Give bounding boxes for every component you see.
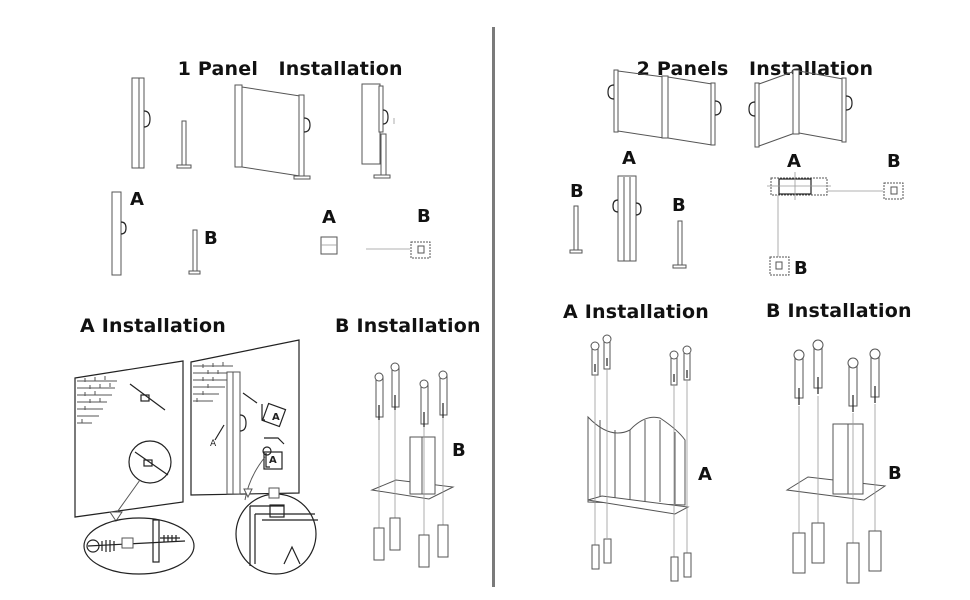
right-part-label-b-left: B	[570, 181, 584, 202]
left-b-install-label: B	[452, 440, 466, 461]
right-part-a-double-cassette	[612, 175, 642, 262]
right-mount-plan	[767, 172, 904, 276]
right-part-b-left	[569, 205, 583, 254]
left-title-number: 1 Panel	[177, 58, 259, 80]
right-a-install-drawing	[587, 334, 692, 582]
rolled-screen-cassette	[131, 77, 151, 169]
right-part-b-right	[672, 220, 687, 269]
right-title-text: Installation	[749, 58, 874, 80]
left-section-title: 1 Panel Installation	[164, 36, 403, 80]
mount-plan-b	[366, 241, 431, 259]
right-section-title: 2 Panels Installation	[623, 36, 873, 80]
left-part-label-b: B	[204, 228, 218, 249]
right-a-installation-title: A Installation	[563, 301, 709, 323]
callout-a-1: A	[272, 412, 280, 423]
anchor-bolts	[374, 362, 448, 427]
left-title-text: Installation	[278, 58, 403, 80]
support-post	[176, 120, 192, 169]
two-panel-corner	[748, 69, 853, 148]
right-part-label-a: A	[622, 148, 636, 169]
wall-panel-1	[74, 360, 195, 575]
left-mount-label-b: B	[417, 206, 431, 227]
wall-panel-2	[190, 339, 318, 575]
two-panel-straight	[607, 69, 722, 146]
screen-attach-step	[361, 83, 395, 179]
callout-a-2: A	[269, 455, 277, 466]
small-label-a: A	[210, 439, 217, 449]
mount-plan-a	[320, 236, 338, 255]
left-a-installation-title: A Installation	[80, 315, 226, 337]
section-divider	[492, 27, 495, 587]
right-b-install-label: B	[888, 463, 902, 484]
left-b-installation-title: B Installation	[335, 315, 481, 337]
base-plate-b-left	[370, 362, 455, 568]
right-mount-label-a: A	[787, 151, 801, 172]
right-b-install-drawing	[785, 339, 887, 584]
left-mount-label-a: A	[322, 207, 336, 228]
right-mount-label-b-bottom: B	[794, 258, 808, 279]
part-b-post	[188, 229, 201, 275]
extended-screen	[234, 84, 311, 180]
right-part-label-b-right: B	[672, 195, 686, 216]
right-a-install-label: A	[698, 464, 712, 485]
right-b-installation-title: B Installation	[766, 300, 912, 322]
right-mount-label-b-right: B	[887, 151, 901, 172]
part-a-cassette	[111, 191, 127, 276]
left-part-label-a: A	[130, 189, 144, 210]
